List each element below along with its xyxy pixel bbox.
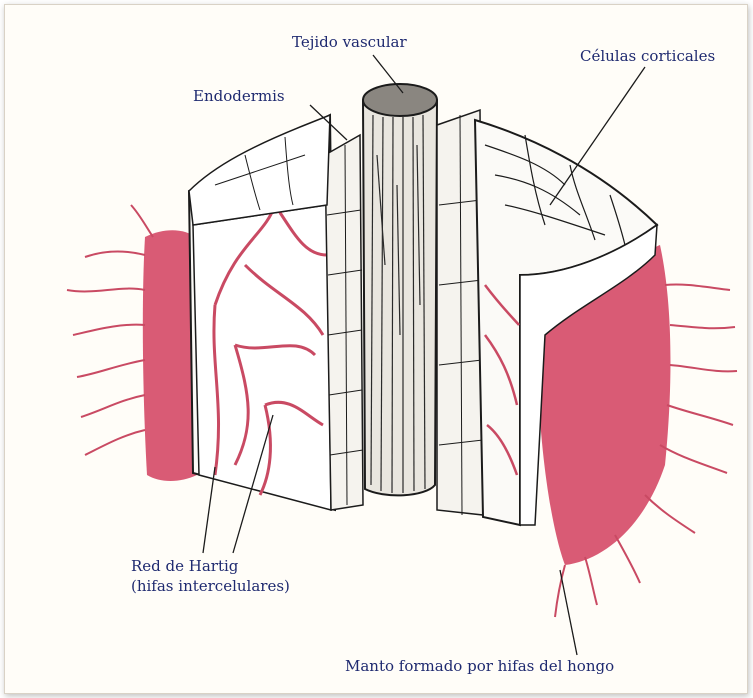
left-fungal-mantle bbox=[143, 230, 197, 481]
label-fungal-mantle: Manto formado por hifas del hongo bbox=[345, 657, 614, 675]
label-endodermis: Endodermis bbox=[193, 87, 285, 105]
vascular-cylinder bbox=[363, 93, 437, 496]
label-vascular-tissue: Tejido vascular bbox=[292, 33, 407, 51]
leader-hartig-a bbox=[203, 467, 215, 553]
root-cross-section-diagram bbox=[5, 5, 747, 693]
left-external-hyphae bbox=[67, 205, 153, 455]
label-cortical-cells: Células corticales bbox=[580, 47, 715, 65]
label-hartig-net-sub: (hifas intercelulares) bbox=[131, 577, 290, 595]
endodermis-strip bbox=[325, 135, 363, 510]
figure-frame: Tejido vascular Endodermis Células corti… bbox=[4, 4, 748, 694]
leader-mantle bbox=[560, 570, 577, 655]
label-hartig-net: Red de Hartig bbox=[131, 557, 238, 575]
